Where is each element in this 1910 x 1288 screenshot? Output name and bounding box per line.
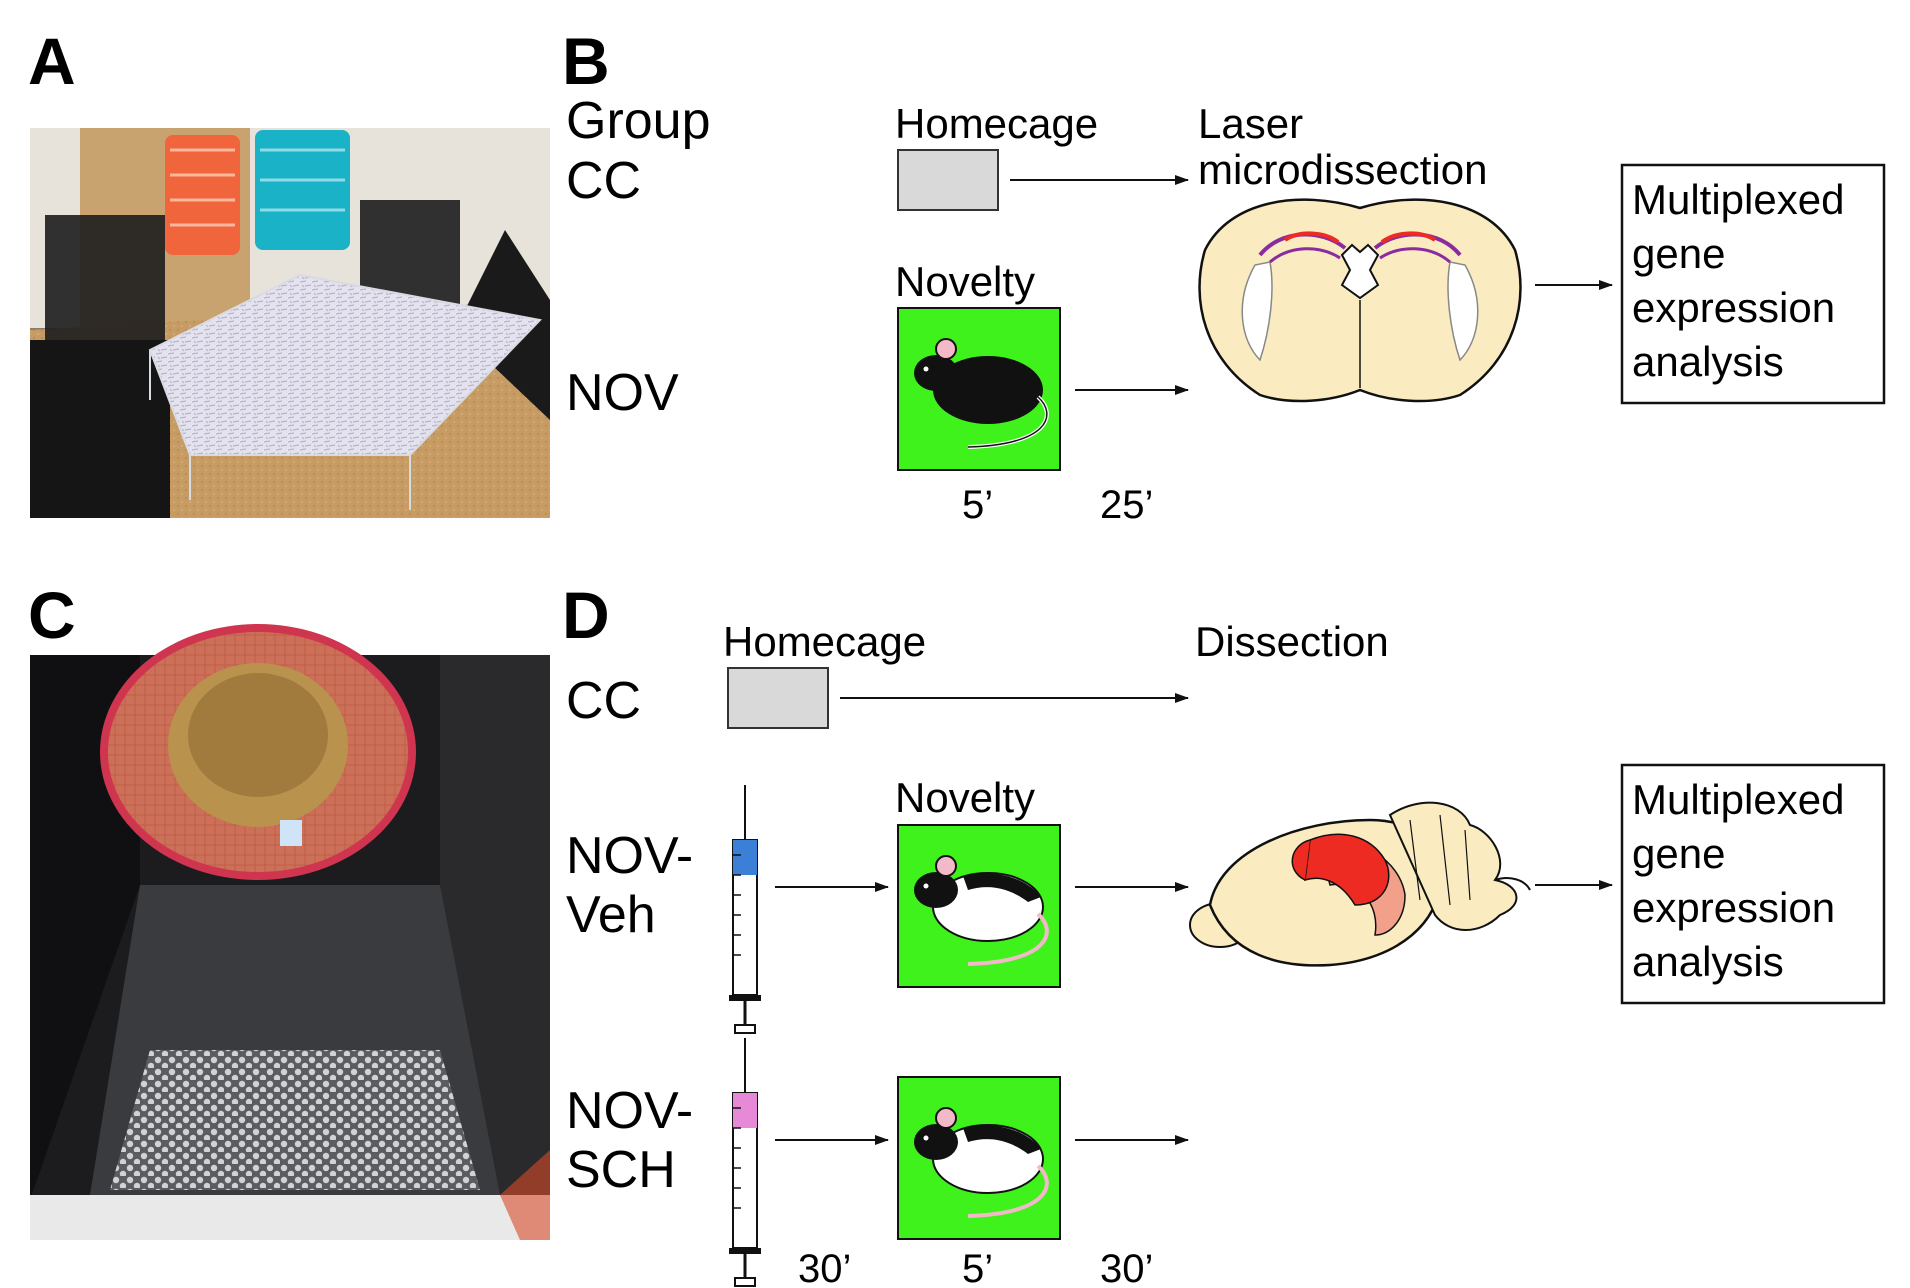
photo-novel-arena <box>30 128 550 518</box>
coronal-brain-section-icon <box>1198 198 1522 403</box>
b-time-25: 25’ <box>1100 483 1153 527</box>
d-output-line-4: analysis <box>1632 938 1784 985</box>
d-row-nov-veh-1: NOV- <box>566 827 693 885</box>
d-novelty-box-sch <box>897 1076 1061 1240</box>
whole-brain-icon <box>1189 801 1531 967</box>
syringe-icon <box>729 785 761 1034</box>
d-step-label: Dissection <box>1195 618 1389 665</box>
b-row-cc: CC <box>566 152 641 210</box>
d-homecage-box <box>727 667 829 729</box>
d-output-line-1: Multiplexed <box>1632 776 1844 823</box>
d-row-cc: CC <box>566 672 641 730</box>
d-row-nov-sch-2: SCH <box>566 1141 676 1199</box>
b-output-box <box>1620 163 1886 405</box>
d-output-line-2: gene <box>1632 830 1725 877</box>
d-time-30b: 30’ <box>1100 1247 1153 1288</box>
b-step-label-2: microdissection <box>1198 146 1487 193</box>
panel-b-letter: B <box>562 24 610 98</box>
d-homecage-label: Homecage <box>723 618 926 665</box>
b-output-line-4: analysis <box>1632 338 1784 385</box>
b-output-line-2: gene <box>1632 230 1725 277</box>
b-step-label-1: Laser <box>1198 100 1303 147</box>
photo-novel-box <box>30 624 550 1240</box>
d-output-box <box>1620 763 1886 1005</box>
mouse-icon <box>914 338 1049 449</box>
d-novelty-label: Novelty <box>895 774 1035 821</box>
d-time-30a: 30’ <box>798 1247 851 1288</box>
b-novelty-box <box>897 307 1061 471</box>
panel-a-letter: A <box>28 24 76 98</box>
d-row-nov-sch-1: NOV- <box>566 1082 693 1140</box>
panel-d-letter: D <box>562 578 610 652</box>
d-output-line-3: expression <box>1632 884 1835 931</box>
panel-c-letter: C <box>28 578 76 652</box>
b-row-nov: NOV <box>566 364 679 422</box>
mouse-icon <box>914 1107 1049 1218</box>
syringe-icon <box>729 1038 761 1287</box>
b-output-line-1: Multiplexed <box>1632 176 1844 223</box>
mouse-icon <box>914 855 1049 966</box>
d-time-5: 5’ <box>962 1247 993 1288</box>
group-header: Group <box>566 92 711 150</box>
b-output-line-3: expression <box>1632 284 1835 331</box>
b-homecage-label: Homecage <box>895 100 1098 147</box>
b-homecage-box <box>897 149 999 211</box>
b-time-5: 5’ <box>962 483 993 527</box>
b-novelty-label: Novelty <box>895 258 1035 305</box>
d-row-nov-veh-2: Veh <box>566 886 656 944</box>
d-novelty-box-veh <box>897 824 1061 988</box>
